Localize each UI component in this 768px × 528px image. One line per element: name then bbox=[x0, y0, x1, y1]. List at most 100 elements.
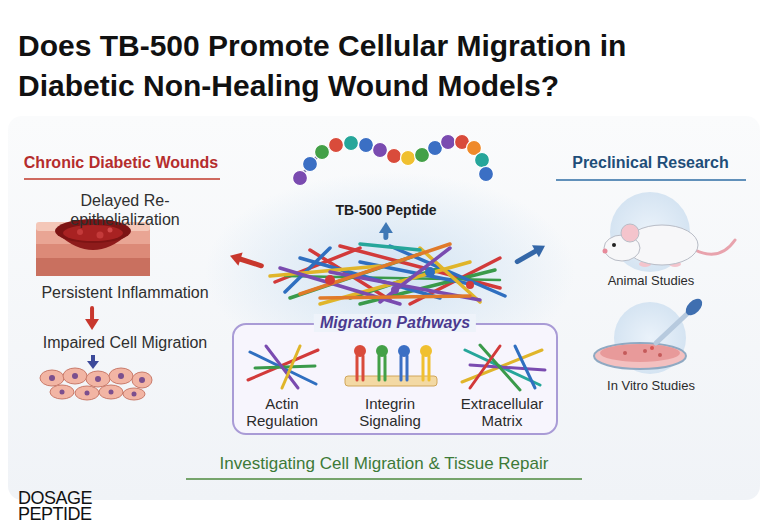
connector-line bbox=[517, 250, 537, 261]
node-heading: Migration Pathways bbox=[314, 314, 476, 332]
integrin-icon bbox=[362, 356, 365, 380]
wound-stage: Impaired Cell Migration bbox=[22, 330, 228, 400]
migration-arrow bbox=[87, 361, 99, 369]
fiber-network bbox=[300, 244, 450, 294]
connector-line bbox=[238, 259, 261, 266]
arrowhead bbox=[230, 253, 243, 266]
integrin-icon bbox=[422, 356, 425, 380]
cell-nucleus bbox=[60, 390, 65, 395]
cell-cluster bbox=[99, 385, 123, 399]
node-heading: Preclinical Research bbox=[572, 153, 729, 172]
background-panel bbox=[8, 116, 760, 500]
actin-icon bbox=[248, 346, 318, 388]
pathway-box-fill bbox=[233, 324, 557, 434]
integrin-icon bbox=[400, 356, 403, 380]
cell-nucleus bbox=[139, 377, 145, 383]
fiber-network bbox=[270, 244, 505, 304]
mouse-figure bbox=[603, 224, 736, 267]
peptide-chain bbox=[373, 143, 388, 158]
migration-arrow bbox=[87, 355, 99, 369]
mouse-figure bbox=[695, 240, 735, 254]
node-heading: Animal Studies bbox=[608, 273, 695, 289]
cell-cluster bbox=[75, 386, 99, 400]
cell-cluster bbox=[40, 370, 64, 386]
petri-dish-figure bbox=[600, 344, 680, 362]
cell-nucleus bbox=[109, 390, 114, 395]
node-heading: Delayed Re-epithelialization bbox=[26, 191, 224, 229]
cell-cluster bbox=[50, 385, 74, 399]
wound-figure bbox=[108, 228, 113, 233]
cell-cluster bbox=[123, 388, 145, 400]
footer-caption: Investigating Cell Migration & Tissue Re… bbox=[0, 454, 768, 474]
panel-region: Chronic Diabetic WoundsDelayed Re-epithe… bbox=[12, 150, 230, 402]
cell-nucleus bbox=[85, 391, 90, 396]
cell-cluster bbox=[132, 372, 152, 388]
peptide-chain bbox=[475, 153, 490, 168]
fiber-network bbox=[466, 281, 474, 289]
fiber-network bbox=[391, 286, 399, 294]
matrix-icon bbox=[470, 346, 500, 388]
integrin-icon bbox=[378, 356, 381, 380]
integrin-icon bbox=[384, 356, 387, 380]
actin-icon bbox=[266, 346, 298, 388]
arrowhead bbox=[85, 319, 99, 330]
petri-dish-figure bbox=[623, 351, 627, 355]
connector-arrow bbox=[379, 222, 393, 237]
study-item: Animal Studies bbox=[556, 192, 746, 292]
cell-nucleus bbox=[49, 375, 55, 381]
petri-dish-figure bbox=[594, 296, 705, 369]
petri-dish-figure bbox=[650, 346, 654, 350]
wound-figure bbox=[36, 258, 150, 276]
node-heading: Extracellular Matrix bbox=[454, 395, 550, 429]
arrowhead bbox=[532, 245, 545, 257]
petri-dish-figure bbox=[656, 313, 688, 343]
cell-nucleus bbox=[132, 392, 137, 397]
node-heading: Chronic Diabetic Wounds bbox=[24, 153, 218, 172]
title: Does TB-500 Promote Cellular Migration i… bbox=[18, 26, 658, 106]
cell-cluster bbox=[63, 368, 87, 384]
mouse-figure bbox=[603, 249, 608, 254]
node-heading: Persistent Inflammation bbox=[41, 283, 208, 302]
petri-dish-figure bbox=[683, 296, 706, 319]
peptide-chain bbox=[303, 157, 318, 172]
petri-dish-figure bbox=[658, 353, 662, 357]
footer-rule bbox=[186, 478, 582, 480]
petri-dish-figure bbox=[643, 349, 647, 353]
cell-cluster bbox=[40, 368, 152, 400]
actin-icon bbox=[282, 346, 300, 388]
pathway-item: Extracellular Matrix bbox=[450, 340, 554, 432]
wound-figure bbox=[97, 232, 104, 239]
integrin-icon bbox=[345, 345, 437, 386]
pathway-item: Integrin Signaling bbox=[334, 340, 446, 432]
wound-stage: Delayed Re-epithelialization bbox=[22, 188, 228, 278]
node-heading: TB-500 Peptide bbox=[335, 202, 436, 219]
brand-logo: DOSAGE PEPTIDE bbox=[18, 490, 108, 522]
integrin-icon bbox=[356, 356, 359, 380]
peptide-chain bbox=[401, 151, 416, 166]
integrin-icon bbox=[357, 356, 429, 380]
wound-stage: Persistent Inflammation bbox=[22, 280, 228, 308]
node-heading: Integrin Signaling bbox=[338, 395, 442, 429]
peptide-chain bbox=[293, 171, 308, 186]
pathway-box: Migration PathwaysActin Regulation Integr… bbox=[232, 228, 558, 438]
cell-cluster bbox=[109, 368, 133, 384]
mouse-figure bbox=[612, 243, 616, 247]
connector-arrow bbox=[85, 308, 99, 330]
cell-nucleus bbox=[95, 376, 101, 382]
pathway-item: Actin Regulation bbox=[236, 340, 328, 432]
cell-nucleus bbox=[72, 373, 78, 379]
panel-region: Preclinical ResearchAnimal StudiesIn Vit… bbox=[545, 150, 756, 402]
mouse-figure bbox=[621, 224, 639, 242]
matrix-icon bbox=[515, 346, 535, 388]
fiber-network bbox=[325, 275, 335, 285]
node-heading: Actin Regulation bbox=[240, 395, 324, 429]
node-heading: Impaired Cell Migration bbox=[43, 333, 208, 352]
integrin-icon bbox=[406, 356, 409, 380]
petri-dish-figure bbox=[594, 343, 686, 369]
peptide-chain bbox=[441, 135, 456, 150]
peptide-chain bbox=[479, 167, 494, 182]
fiber-network bbox=[320, 296, 470, 298]
fiber-network bbox=[360, 244, 420, 250]
integrin-icon bbox=[428, 356, 431, 380]
